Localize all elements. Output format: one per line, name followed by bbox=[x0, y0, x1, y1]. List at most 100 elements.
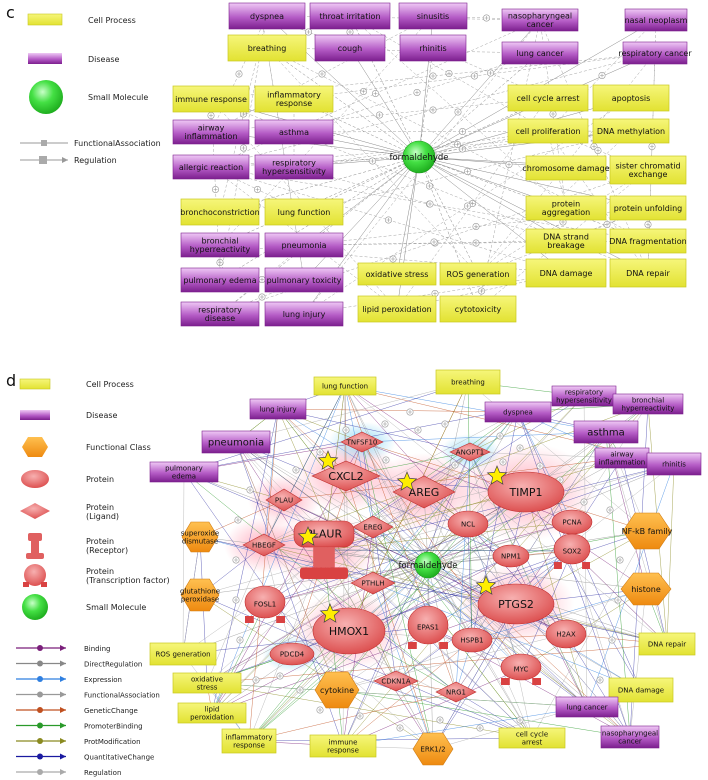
node-sinusitis[interactable]: sinusitis bbox=[398, 2, 468, 30]
node-protein-unfolding[interactable]: protein unfolding bbox=[609, 195, 687, 221]
cell-process-box bbox=[525, 155, 607, 181]
node-ros-generation[interactable]: ROS generation bbox=[149, 642, 217, 666]
node-label: NF-kB family bbox=[622, 527, 673, 536]
node-cell-proliferation[interactable]: cell proliferation bbox=[507, 118, 589, 144]
node-dyspnea[interactable]: dyspnea bbox=[484, 401, 552, 423]
node-label: breathing bbox=[451, 378, 485, 386]
node-breathing[interactable]: breathing bbox=[435, 369, 501, 395]
node-nrg1[interactable]: NRG1 bbox=[435, 681, 477, 703]
node-cough[interactable]: cough bbox=[314, 34, 386, 62]
node-label: ANGPT1 bbox=[456, 448, 484, 456]
node-ereg[interactable]: EREG bbox=[352, 515, 394, 539]
node-lung-injury[interactable]: lung injury bbox=[264, 301, 344, 327]
node-pthlh[interactable]: PTHLH bbox=[350, 571, 396, 595]
node-oxidative-stress[interactable]: oxidative stress bbox=[357, 262, 437, 286]
node-dna-damage[interactable]: DNA damage bbox=[525, 258, 607, 288]
node-hmox1[interactable]: HMOX1 bbox=[312, 607, 386, 655]
node-rhinitis[interactable]: rhinitis bbox=[646, 452, 702, 476]
node-cytotoxicity[interactable]: cytotoxicity bbox=[439, 295, 517, 323]
node-tnfsf10[interactable]: TNFSF10 bbox=[340, 431, 384, 453]
node-timp1[interactable]: TIMP1 bbox=[487, 471, 565, 513]
node-allergic-reaction[interactable]: allergic reaction bbox=[172, 154, 250, 180]
node-nfkb[interactable]: NF-kB family bbox=[622, 512, 673, 550]
node-asthma[interactable]: asthma bbox=[254, 119, 334, 145]
node-ptgs2[interactable]: PTGS2 bbox=[477, 583, 555, 625]
node-cytokine[interactable]: cytokine bbox=[314, 671, 360, 709]
edge-line bbox=[235, 441, 434, 750]
node-ncl[interactable]: NCL bbox=[447, 510, 489, 538]
node-lung-injury[interactable]: lung injury bbox=[249, 398, 307, 420]
node-dna-damage[interactable]: DNA damage bbox=[608, 677, 674, 703]
node-dna-repair[interactable]: DNA repair bbox=[638, 632, 696, 656]
node-formaldehyde[interactable]: formaldehyde bbox=[389, 140, 449, 174]
node-throat-irritation[interactable]: throat irritation bbox=[309, 2, 391, 30]
node-pulmonary-edema[interactable]: pulmonary edema bbox=[180, 267, 260, 293]
node-immune-response[interactable]: immune response bbox=[172, 85, 250, 113]
node-lung-cancer[interactable]: lung cancer bbox=[555, 696, 619, 718]
node-breathing[interactable]: breathing bbox=[227, 34, 307, 62]
node-rhinitis[interactable]: rhinitis bbox=[399, 34, 467, 62]
node-fosl1[interactable]: FOSL1 bbox=[244, 585, 286, 623]
node-pneumonia[interactable]: pneumonia bbox=[201, 430, 271, 454]
edge-line bbox=[199, 594, 533, 739]
node-pulmonary-toxicity[interactable]: pulmonary toxicity bbox=[264, 267, 344, 293]
node-epas1[interactable]: EPAS1 bbox=[407, 605, 449, 649]
node-asthma[interactable]: asthma bbox=[573, 420, 639, 444]
node-pneumonia[interactable]: pneumonia bbox=[264, 232, 344, 258]
node-h2ax[interactable]: H2AX bbox=[545, 619, 587, 649]
edge-line bbox=[427, 564, 434, 750]
node-lipid-peroxidation[interactable]: lipid peroxidation bbox=[357, 295, 437, 323]
node-nasal-neoplasm[interactable]: nasal neoplasm bbox=[625, 8, 688, 32]
node-lung-cancer[interactable]: lung cancer bbox=[501, 41, 579, 65]
node-ros-generation[interactable]: ROS generation bbox=[439, 262, 517, 286]
node-histone[interactable]: histone bbox=[620, 572, 672, 606]
node-myc[interactable]: MYC bbox=[500, 653, 542, 685]
node-angpt1[interactable]: ANGPT1 bbox=[449, 442, 491, 462]
node-chromosome-damage[interactable]: chromosome damage bbox=[522, 155, 610, 181]
node-lung-function[interactable]: lung function bbox=[264, 198, 344, 226]
node-dna-fragmentation[interactable]: DNA fragmentation bbox=[609, 228, 687, 254]
node-respiratory-cancer[interactable]: respiratory cancer bbox=[618, 41, 692, 65]
edge-line bbox=[263, 385, 346, 546]
node-dna-repair[interactable]: DNA repair bbox=[609, 258, 687, 288]
node-formaldehyde[interactable]: formaldehyde bbox=[398, 551, 458, 579]
node-hspb1[interactable]: HSPB1 bbox=[451, 627, 493, 653]
node-dna-methylation[interactable]: DNA methylation bbox=[592, 118, 670, 144]
node-cell-cycle-arrest[interactable]: cell cycle arrest bbox=[507, 84, 589, 112]
node-lung-function[interactable]: lung function bbox=[313, 376, 377, 396]
node-erk12[interactable]: ERK1/2 bbox=[412, 732, 454, 766]
edge-line bbox=[372, 582, 642, 691]
node-apoptosis[interactable]: apoptosis bbox=[592, 84, 670, 112]
node-bronchoconstriction[interactable]: bronchoconstriction bbox=[180, 198, 260, 226]
node-plau[interactable]: PLAU bbox=[265, 488, 303, 512]
node-sox2[interactable]: SOX2 bbox=[553, 533, 591, 569]
node-cxcl2[interactable]: CXCL2 bbox=[311, 460, 381, 492]
node-npm1[interactable]: NPM1 bbox=[492, 544, 530, 568]
node-pdcd4[interactable]: PDCD4 bbox=[269, 642, 315, 666]
node-pcna[interactable]: PCNA bbox=[551, 509, 593, 535]
node-hbegf[interactable]: HBEGF bbox=[242, 533, 286, 557]
node-dyspnea[interactable]: dyspnea bbox=[228, 2, 306, 30]
node-cdkn1a[interactable]: CDKN1A bbox=[373, 670, 419, 692]
